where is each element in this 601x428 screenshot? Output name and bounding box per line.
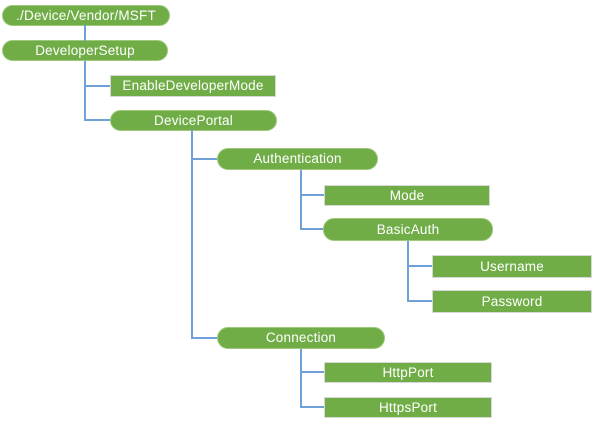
connector-root-developersetup <box>84 25 86 41</box>
node-https-port: HttpsPort <box>324 397 492 418</box>
connector-connection-trunk <box>300 349 302 408</box>
node-device-portal: DevicePortal <box>110 110 277 131</box>
connector-branch-password <box>407 300 432 302</box>
connector-branch-httpport <box>300 371 324 373</box>
connector-developersetup-trunk <box>84 61 86 121</box>
node-basic-auth: BasicAuth <box>323 218 493 241</box>
node-connection: Connection <box>217 327 385 349</box>
node-authentication: Authentication <box>217 148 378 170</box>
node-username: Username <box>432 255 592 278</box>
connector-branch-httpsport <box>300 406 324 408</box>
connector-deviceportal-trunk <box>191 130 193 339</box>
node-root: ./Device/Vendor/MSFT <box>2 5 170 26</box>
connector-branch-mode <box>300 194 324 196</box>
connector-branch-deviceportal <box>84 119 110 121</box>
node-http-port: HttpPort <box>324 362 492 383</box>
node-developer-setup: DeveloperSetup <box>2 40 168 61</box>
connector-branch-connection <box>191 337 217 339</box>
connector-basicauth-trunk <box>407 241 409 302</box>
connector-branch-basicauth <box>300 228 323 230</box>
node-password: Password <box>432 290 592 313</box>
connector-branch-username <box>407 265 432 267</box>
connector-branch-authentication <box>191 158 217 160</box>
connector-authentication-trunk <box>300 170 302 230</box>
node-enable-developer-mode: EnableDeveloperMode <box>110 75 276 97</box>
node-mode: Mode <box>324 185 490 206</box>
connector-branch-enabledevelopermode <box>84 85 110 87</box>
